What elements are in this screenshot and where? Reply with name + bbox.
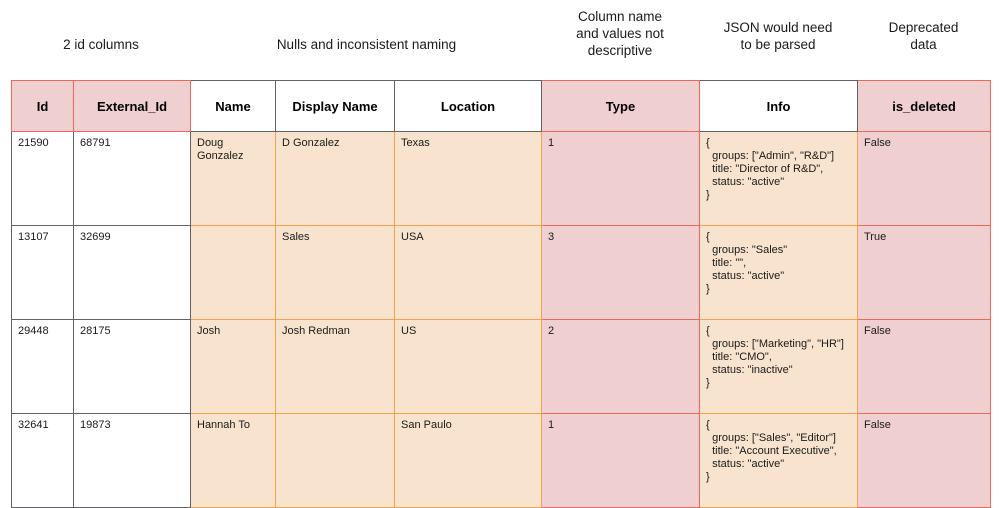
column-header-name[interactable]: Name [190, 80, 276, 132]
table-row: 21590 68791 Doug Gonzalez D Gonzalez Tex… [11, 131, 991, 226]
cell-info: { groups: ["Marketing", "HR"] title: "CM… [699, 319, 858, 414]
cell-is-deleted: False [857, 413, 991, 508]
annotation-nulls-inconsistent-naming: Nulls and inconsistent naming [276, 37, 457, 52]
annotation-band: 2 id columns Nulls and inconsistent nami… [0, 0, 1000, 80]
cell-info: { groups: ["Sales", "Editor"] title: "Ac… [699, 413, 858, 508]
cell-external-id: 19873 [73, 413, 191, 508]
annotation-deprecated-data: Deprecated data [888, 20, 959, 52]
cell-type: 2 [541, 319, 700, 414]
cell-external-id: 32699 [73, 225, 191, 320]
cell-external-id: 28175 [73, 319, 191, 414]
cell-is-deleted: False [857, 131, 991, 226]
cell-name: Josh [190, 319, 276, 414]
user-data-table: Id External_Id Name Display Name Locatio… [11, 80, 991, 508]
column-header-external-id[interactable]: External_Id [73, 80, 191, 132]
header-row: Id External_Id Name Display Name Locatio… [11, 80, 991, 132]
column-header-display-name[interactable]: Display Name [275, 80, 395, 132]
cell-type: 3 [541, 225, 700, 320]
table-body: 21590 68791 Doug Gonzalez D Gonzalez Tex… [11, 131, 991, 508]
cell-display-name: Sales [275, 225, 395, 320]
cell-name: Doug Gonzalez [190, 131, 276, 226]
cell-location: Texas [394, 131, 542, 226]
column-header-info[interactable]: Info [699, 80, 858, 132]
cell-type: 1 [541, 131, 700, 226]
annotation-id-columns: 2 id columns [63, 37, 139, 52]
table-header: Id External_Id Name Display Name Locatio… [11, 80, 991, 132]
cell-external-id: 68791 [73, 131, 191, 226]
cell-is-deleted: True [857, 225, 991, 320]
cell-is-deleted: False [857, 319, 991, 414]
cell-id: 29448 [11, 319, 74, 414]
cell-name [190, 225, 276, 320]
cell-location: San Paulo [394, 413, 542, 508]
cell-display-name: D Gonzalez [275, 131, 395, 226]
column-header-id[interactable]: Id [11, 80, 74, 132]
annotation-column-name-not-descriptive: Column name and values not descriptive [576, 9, 664, 58]
column-header-location[interactable]: Location [394, 80, 542, 132]
cell-id: 32641 [11, 413, 74, 508]
table-row: 13107 32699 Sales USA 3 { groups: "Sales… [11, 225, 991, 320]
column-header-is-deleted[interactable]: is_deleted [857, 80, 991, 132]
table-row: 29448 28175 Josh Josh Redman US 2 { grou… [11, 319, 991, 414]
table-row: 32641 19873 Hannah To San Paulo 1 { grou… [11, 413, 991, 508]
cell-info: { groups: "Sales" title: "", status: "ac… [699, 225, 858, 320]
cell-name: Hannah To [190, 413, 276, 508]
column-header-type[interactable]: Type [541, 80, 700, 132]
cell-info: { groups: ["Admin", "R&D"] title: "Direc… [699, 131, 858, 226]
cell-display-name [275, 413, 395, 508]
cell-location: US [394, 319, 542, 414]
cell-display-name: Josh Redman [275, 319, 395, 414]
cell-id: 21590 [11, 131, 74, 226]
cell-location: USA [394, 225, 542, 320]
cell-id: 13107 [11, 225, 74, 320]
cell-type: 1 [541, 413, 700, 508]
annotation-json-parse: JSON would need to be parsed [723, 20, 833, 52]
